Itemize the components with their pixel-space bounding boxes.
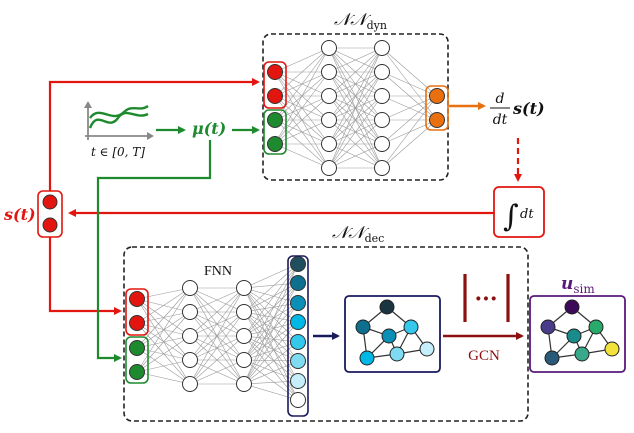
graph-node [359,350,375,366]
nn-dyn-connections [274,47,438,169]
svg-text:dt: dt [493,112,508,128]
dec-input-node [129,315,145,331]
graph-node [419,341,435,357]
dyn-param-input-group [263,109,287,155]
dyn-hidden1-node [321,64,337,80]
dec-input-node [129,340,145,356]
fnn-hidden1-node [182,328,198,344]
dyn-input-node [267,64,283,80]
dec-param-input-group [125,336,149,384]
integral-dt: dt [520,207,534,222]
nn-dyn-title: 𝒩𝒩dyn [334,10,387,32]
u-sim-label: usim [561,274,595,296]
fnn-hidden2-node [236,376,252,392]
dyn-hidden1-node [321,112,337,128]
graph-node [604,341,620,357]
fnn-connections [136,263,299,401]
dyn-hidden2-node [374,40,390,56]
graph-node [381,328,397,344]
fnn-hidden1-node [182,376,198,392]
dec-input-node [129,291,145,307]
mu-label: μ(t) [192,119,226,138]
dyn-output-node [429,112,445,128]
arrow-state-to-dyn [48,78,260,191]
dyn-input-node [267,136,283,152]
graph-node [588,319,604,335]
graph-node [574,346,590,362]
simulated-graph-box [529,295,626,373]
dyn-hidden1-node [321,88,337,104]
svg-text:s(t): s(t) [512,99,545,118]
dyn-hidden2-node [374,112,390,128]
parameter-plot [84,101,154,140]
fnn-hidden2-node [236,280,252,296]
fnn-hidden1-node [182,304,198,320]
dyn-hidden2-node [374,136,390,152]
dyn-hidden2-node [374,160,390,176]
fnn-hidden1-node [182,352,198,368]
simulated-graph [540,299,620,366]
dec-output-layer-group [287,255,309,417]
graph-node [403,319,419,335]
fnn-output-node [290,353,306,369]
graph-node [355,319,371,335]
time-range-label: t ∈ [0, T] [91,145,145,159]
fnn-hidden2-node [236,352,252,368]
graph-node [566,328,582,344]
graph-node [540,319,556,335]
fnn-label: FNN [204,264,232,279]
latent-graph-box [344,295,441,373]
fnn-output-node [290,314,306,330]
dyn-output-node [429,88,445,104]
fnn-output-node [290,256,306,272]
nn-dyn-box [262,33,449,181]
adjacency-matrix-symbol: ··· [463,274,510,322]
state-node-2 [42,217,58,233]
fnn-output-node [290,392,306,408]
fnn-output-node [290,373,306,389]
svg-text:d: d [496,91,505,107]
dyn-state-input-group [263,61,287,109]
fnn-hidden2-node [236,328,252,344]
arrow-mu-to-dec [96,140,212,362]
integral-sign: ∫ [503,199,519,234]
fnn-nodes [129,256,306,408]
graph-node [564,299,580,315]
svg-text:···: ··· [475,286,498,312]
dec-input-node [129,364,145,380]
graph-node [379,299,395,315]
fnn-output-node [290,334,306,350]
gcn-label: GCN [468,348,500,364]
dyn-hidden1-node [321,160,337,176]
graph-node [389,346,405,362]
dyn-hidden1-node [321,136,337,152]
dyn-hidden2-node [374,64,390,80]
nn-dyn-nodes [267,40,445,176]
dyn-input-node [267,88,283,104]
fnn-output-node [290,275,306,291]
state-label: s(t) [3,205,36,224]
fnn-hidden2-node [236,304,252,320]
dyn-hidden2-node [374,88,390,104]
arrow-state-to-dec [48,237,122,315]
dyn-input-node [267,112,283,128]
dyn-output-group [425,85,449,131]
state-node-1 [42,194,58,210]
integrator-box [493,186,545,238]
nn-dec-title: 𝒩𝒩dec [332,223,384,245]
dyn-hidden1-node [321,40,337,56]
derivative-label: d dt s(t) [490,91,545,128]
graph-node [544,350,560,366]
fnn-hidden1-node [182,280,198,296]
latent-graph [355,299,435,366]
fnn-output-node [290,295,306,311]
dec-state-input-group [125,288,149,336]
nn-dec-box [123,246,529,422]
